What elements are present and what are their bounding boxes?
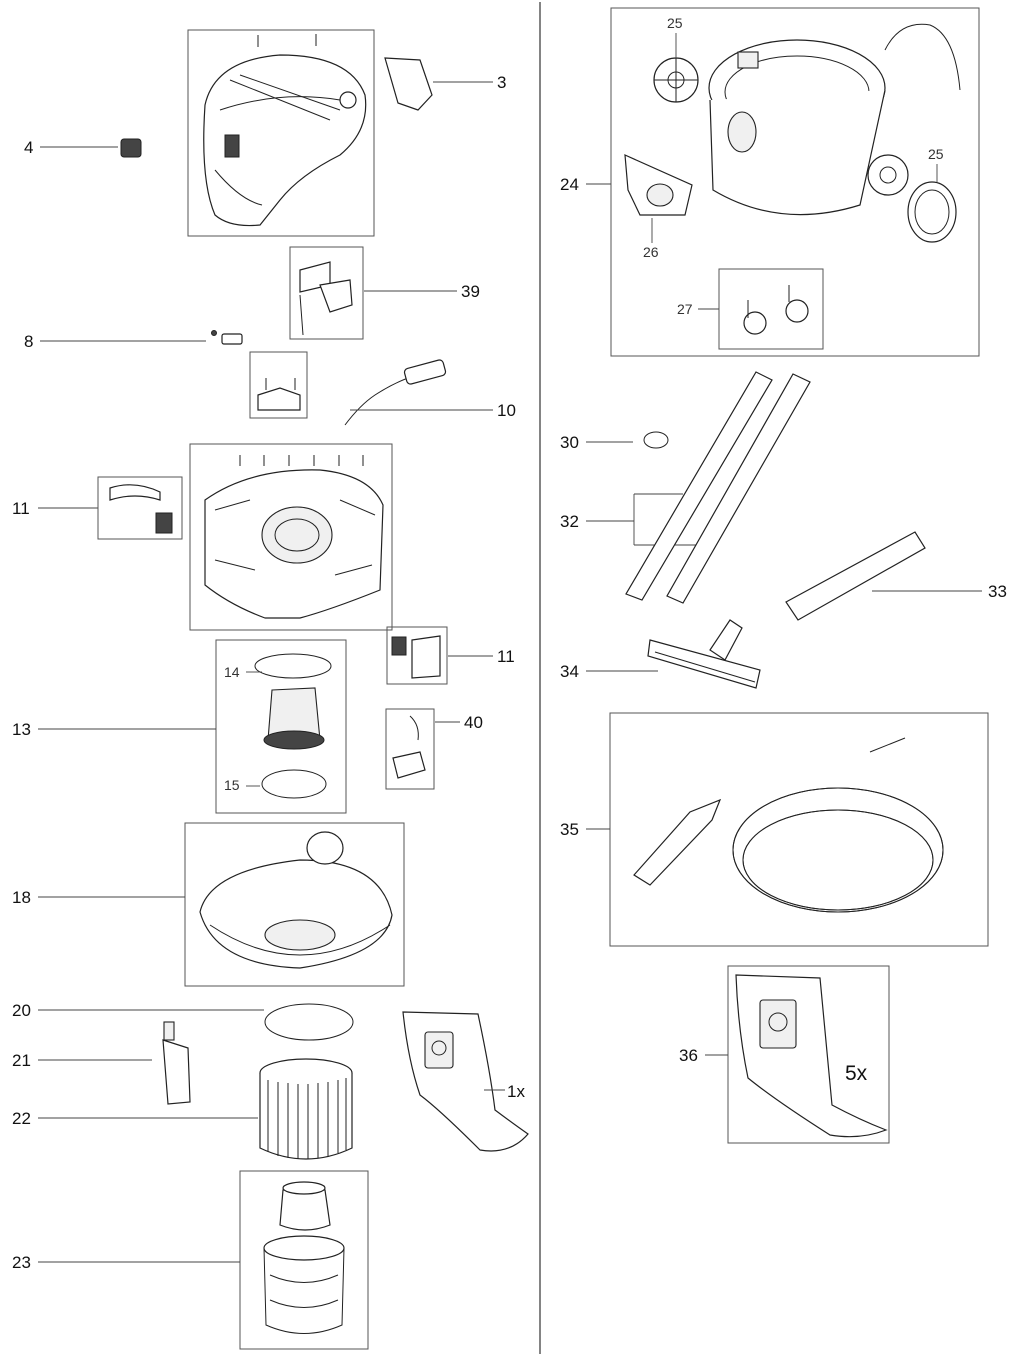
label-24: 24 (560, 175, 579, 194)
label-30: 30 (560, 433, 579, 452)
label-26: 26 (643, 244, 659, 260)
label-32: 32 (560, 512, 579, 531)
part-21-flap (162, 1039, 191, 1105)
label-13: 13 (12, 720, 31, 739)
part-23-box (239, 1170, 369, 1350)
label-8: 8 (24, 332, 33, 351)
label-1x: 1x (507, 1082, 525, 1101)
part-3-clip (384, 57, 433, 111)
label-11-left: 11 (12, 499, 30, 518)
screws-row (239, 455, 364, 466)
label-18: 18 (12, 888, 31, 907)
tank-box (610, 7, 980, 357)
part-8-brush (221, 333, 243, 345)
label-25-right: 25 (928, 146, 944, 162)
part-15-ring (261, 769, 327, 799)
part-11-right-box (386, 626, 448, 685)
label-40: 40 (464, 713, 483, 732)
part-36-bag (735, 974, 888, 1138)
part-25-wheel-left (653, 57, 699, 103)
part-25-wheel-right (907, 181, 957, 243)
bag-36-box (727, 965, 890, 1144)
lower-housing-box (184, 822, 405, 987)
motor-box (215, 639, 347, 814)
hose-box (609, 712, 989, 947)
part-22-filter (259, 1058, 353, 1160)
part-33-nozzle (785, 531, 926, 621)
label-15: 15 (224, 777, 240, 793)
part-27-castors (743, 285, 809, 335)
head-cover-box (187, 29, 375, 237)
part-35-hose (633, 737, 944, 913)
lower-housing-part (199, 859, 393, 969)
label-23: 23 (12, 1253, 31, 1272)
label-21: 21 (12, 1051, 31, 1070)
label-10: 10 (497, 401, 516, 420)
part-11-left-box (97, 476, 183, 540)
label-3: 3 (497, 73, 506, 92)
label-34: 34 (560, 662, 579, 681)
label-22: 22 (12, 1109, 31, 1128)
label-39: 39 (461, 282, 480, 301)
part-20-ring (264, 1003, 354, 1041)
label-4: 4 (24, 138, 33, 157)
part-32-tube-1 (625, 371, 773, 601)
bag-1x (402, 1011, 529, 1152)
label-14: 14 (224, 664, 240, 680)
label-5x: 5x (845, 1062, 868, 1085)
label-36: 36 (679, 1046, 698, 1065)
label-27: 27 (677, 301, 693, 317)
part-32-tube-2 (666, 373, 811, 604)
label-11-right: 11 (497, 647, 515, 666)
label-33: 33 (988, 582, 1007, 601)
bracket-box (249, 351, 308, 419)
tank-part (708, 39, 886, 216)
head-cover-group (187, 29, 375, 237)
part-34-floor-tool (647, 619, 761, 689)
label-25-left: 25 (667, 15, 683, 31)
part-14-ring (254, 653, 332, 679)
part-30-clip (643, 431, 669, 449)
label-35: 35 (560, 820, 579, 839)
part-4-switch (120, 138, 142, 158)
motor-housing-box (189, 443, 393, 631)
part-40-box (385, 708, 435, 790)
part-39-box (289, 246, 364, 340)
part-10-cord (344, 377, 409, 426)
label-20: 20 (12, 1001, 31, 1020)
